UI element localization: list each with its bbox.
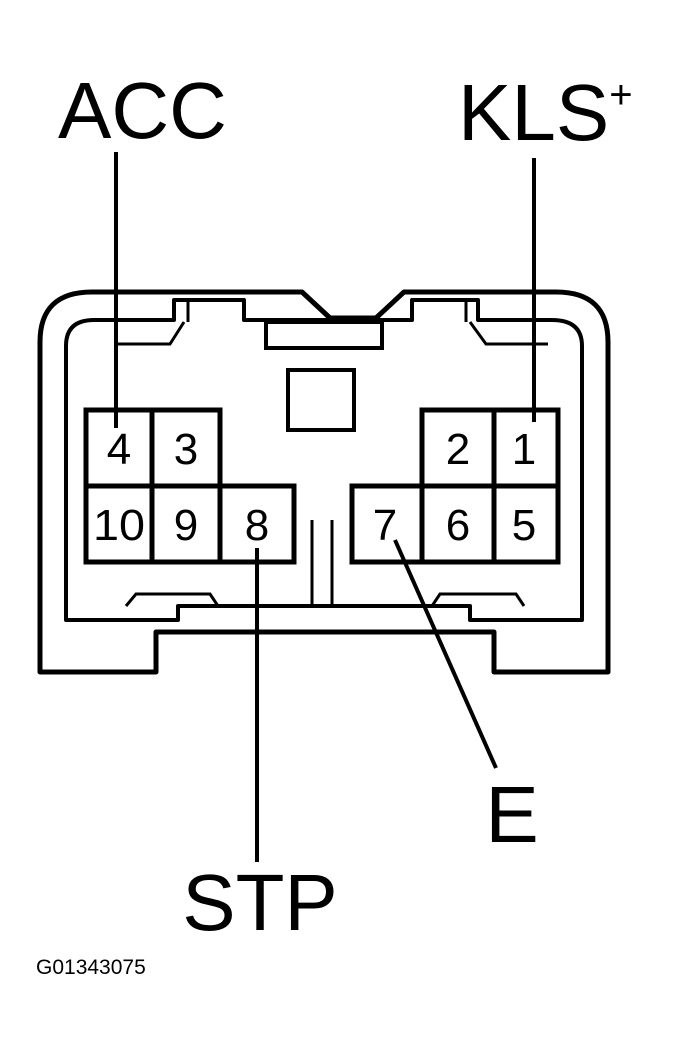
pin-7: 7 (373, 501, 397, 550)
right-guide-rib (468, 321, 548, 346)
pin-cell-1 (491, 407, 561, 489)
pin-6: 6 (446, 501, 470, 550)
right-pin-block (349, 407, 561, 565)
pin-8: 8 (245, 501, 269, 550)
left-foot (124, 592, 220, 607)
latch-square (286, 368, 356, 432)
pin-10: 10 (93, 501, 145, 550)
pin-5: 5 (512, 501, 536, 550)
label-acc: ACC (58, 66, 227, 155)
connector-housing-outer (37, 289, 611, 675)
label-kls: KLS+ (458, 68, 633, 157)
leader-e (393, 539, 498, 769)
pin-1: 1 (512, 425, 536, 474)
pin-2: 2 (446, 425, 470, 474)
label-stp: STP (182, 858, 338, 947)
pin-cell-2 (419, 407, 497, 489)
connector-housing-inner (64, 298, 584, 622)
pin-cell-5 (491, 483, 561, 565)
label-e: E (485, 770, 538, 859)
latch-slot (264, 320, 384, 350)
left-guide-rib (118, 321, 186, 346)
left-pin-block (83, 407, 297, 565)
pin-3: 3 (174, 425, 198, 474)
figure-id: G01343075 (36, 956, 146, 979)
pin-cell-4 (83, 407, 155, 489)
pin-4: 4 (107, 425, 131, 474)
pin-cell-7 (349, 483, 425, 565)
pin-cell-6 (419, 483, 497, 565)
pin-9: 9 (174, 501, 198, 550)
right-foot (430, 592, 526, 607)
